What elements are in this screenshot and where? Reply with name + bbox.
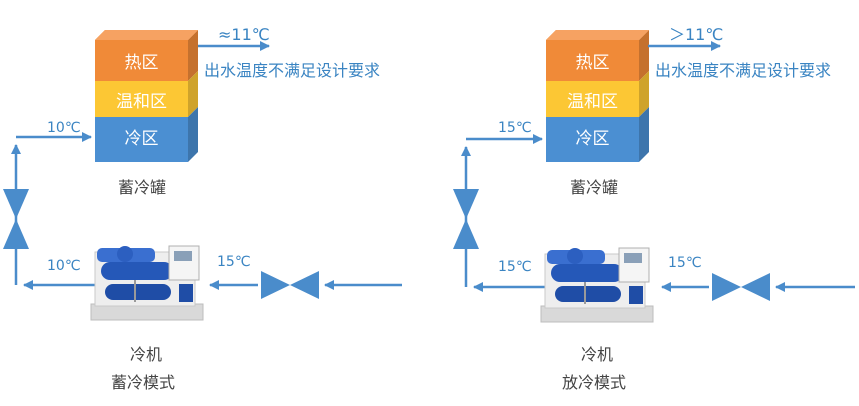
right-chiller-motor [567,248,583,264]
left-tank-name: 蓄冷罐 [118,178,167,197]
right-tank-hot-side [639,30,649,81]
left-chiller-out-temp: 10℃ [47,258,81,274]
right-tank-cold-side [639,107,649,162]
left-tank-cold-zone-label: 冷区 [124,129,159,149]
right-vertical-valve-top [453,189,479,219]
right-chiller-panel-screen [624,253,642,263]
right-chiller-label: 冷机 [581,345,614,364]
left-outlet-note: 出水温度不满足设计要求 [204,61,381,80]
right-tank-hot-zone-label: 热区 [575,53,610,73]
right-inlet-temp: 15℃ [498,120,532,136]
left-tank-cold-zone [95,117,188,162]
right-tank-hot-zone [546,40,639,81]
right-horizontal-valve-left [712,273,741,301]
left-chiller-label: 冷机 [130,345,163,364]
left-outlet-temp: ≈11℃ [218,25,270,44]
right-chiller-in-temp: 15℃ [668,255,702,271]
left-chiller-panel [168,245,200,281]
right-chiller-vessel-bottom [555,286,621,302]
right-tank-top-highlight [546,30,649,40]
left-tank-mild-zone-label: 温和区 [116,92,167,112]
left-tank-cold-side [188,107,198,162]
right-tank-mild-side [639,71,649,117]
left-horizontal-valve-right [290,271,319,299]
left-mode-label: 蓄冷模式 [111,373,176,392]
left-tank-mild-side [188,71,198,117]
left-chiller-in-temp: 15℃ [217,254,251,270]
right-tank-cold-zone [546,117,639,162]
left-chiller-vessel-bottom [105,284,171,300]
right-tank-mild-zone [546,81,639,117]
left-chiller-motor [117,246,133,262]
left-inlet-temp: 10℃ [47,120,81,136]
right-outlet-temp: ＞11℃ [669,25,724,44]
right-chiller-pump [629,286,643,304]
left-tank-hot-zone [95,40,188,81]
right-tank-mild-zone-label: 温和区 [567,92,618,112]
right-tank-cold-zone-label: 冷区 [575,129,610,149]
right-chiller-out-temp: 15℃ [498,259,532,275]
right-outlet-note: 出水温度不满足设计要求 [655,61,832,80]
left-tank-top-highlight [95,30,198,40]
left-chiller-pump [179,284,193,302]
left-horizontal-valve-left [261,271,290,299]
left-vertical-valve-top [3,189,29,219]
right-tank-name: 蓄冷罐 [570,178,619,197]
left-tank-hot-zone-label: 热区 [124,53,159,73]
left-chiller-panel-screen [174,251,192,261]
left-chiller-vessel-top [101,262,173,280]
right-chiller-vessel-top [551,264,623,282]
right-vertical-valve-bottom [453,219,479,249]
right-horizontal-valve-right [741,273,770,301]
left-vertical-valve-bottom [3,219,29,249]
left-tank-mild-zone [95,81,188,117]
left-tank-hot-side [188,30,198,81]
right-mode-label: 放冷模式 [562,373,627,392]
